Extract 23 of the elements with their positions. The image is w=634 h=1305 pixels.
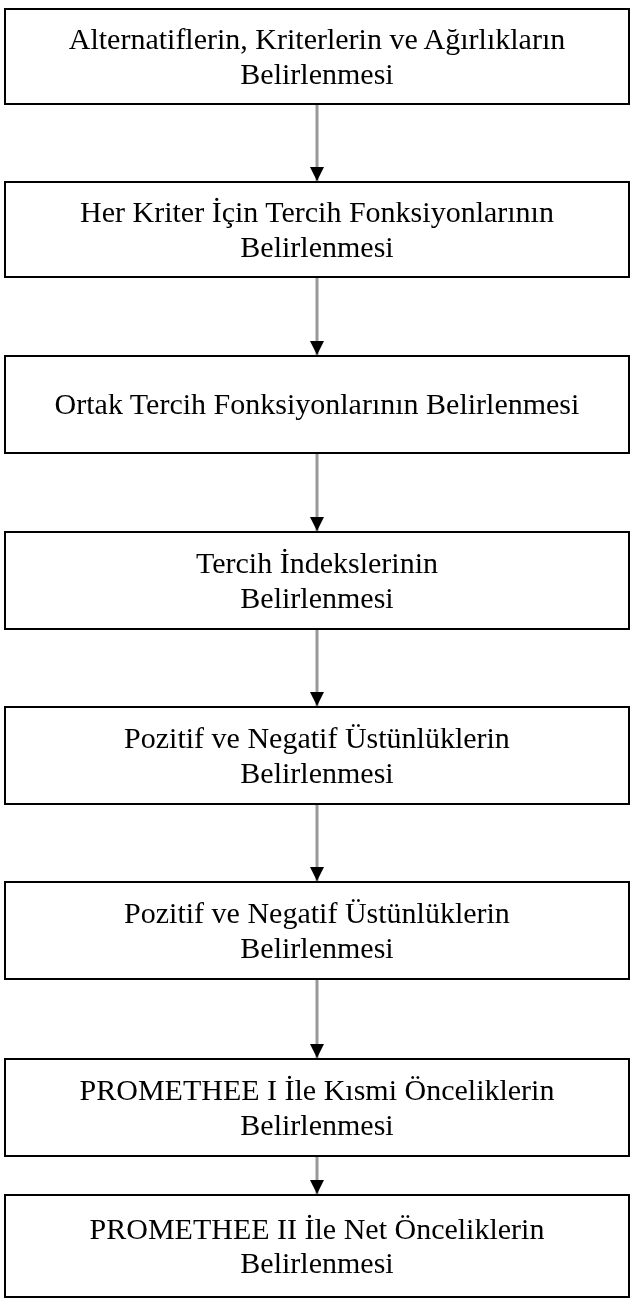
- step-label: Pozitif ve Negatif Üstünlüklerin Belirlenmesi: [123, 721, 511, 790]
- arrow: [310, 278, 324, 355]
- step-label: Alternatiflerin, Kriterlerin ve Ağırlıkların Belirlenmesi: [67, 22, 567, 91]
- step-label: Pozitif ve Negatif Üstünlüklerin Belirlenmesi: [123, 896, 511, 965]
- process-box: [4, 706, 630, 805]
- process-box: [4, 881, 630, 980]
- step-label: PROMETHEE II İle Net Önceliklerin Belirlenmesi: [88, 1211, 546, 1281]
- process-box: [4, 1194, 630, 1298]
- step-label: Tercih İndekslerinin Belirlenmesi: [195, 546, 439, 615]
- arrow: [310, 630, 324, 706]
- arrow: [310, 980, 324, 1058]
- process-box: [4, 8, 630, 105]
- process-box: [4, 1058, 630, 1157]
- step-label: Her Kriter İçin Tercih Fonksiyonlarının Belirlenmesi: [79, 195, 555, 264]
- arrow: [310, 105, 324, 181]
- arrow: [310, 805, 324, 881]
- process-box: [4, 531, 630, 630]
- step-label: PROMETHEE I İle Kısmi Önceliklerin Belirlenmesi: [78, 1073, 556, 1142]
- arrow: [310, 1157, 324, 1194]
- process-box: [4, 355, 630, 454]
- process-box: [4, 181, 630, 278]
- arrow: [310, 454, 324, 531]
- step-label: Ortak Tercih Fonksiyonlarının Belirlenmesi: [54, 387, 580, 422]
